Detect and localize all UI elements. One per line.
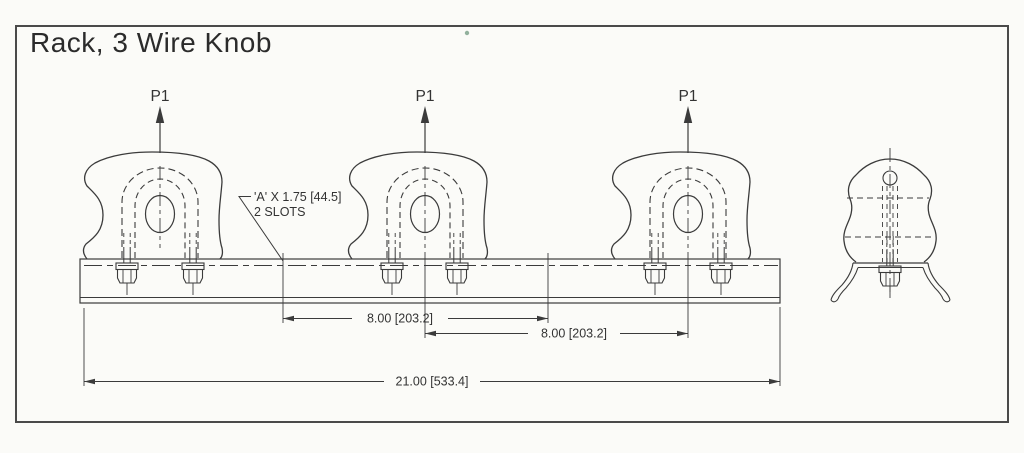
dim-text-knob-spacing: 8.00 [203.2] (541, 327, 607, 341)
wire-knob-2 (347, 151, 489, 260)
bolt-6 (709, 232, 733, 296)
dim-arrow-left (425, 330, 436, 337)
load-label-2: P1 (416, 88, 435, 105)
drawing-title: Rack, 3 Wire Knob (30, 27, 272, 58)
load-arrow-knob-3: P1 (679, 88, 698, 154)
dimension-overall-length: 21.00 [533.4] (84, 375, 780, 389)
up-arrow-icon (683, 105, 693, 154)
dim-arrow-right (677, 330, 688, 337)
scan-speck (464, 30, 470, 36)
wire-knob-3 (610, 151, 752, 260)
bolt-4 (445, 232, 469, 296)
dim-arrow-left (84, 378, 95, 385)
front-view: P1 P1 P1 'A' X 1.75 [44.5] 2 SLOTS (79, 88, 781, 389)
dimension-knob-spacing: 8.00 [203.2] (425, 327, 688, 341)
side-wire-hole (882, 170, 898, 186)
slot-note-line2: 2 SLOTS (254, 205, 305, 219)
dim-arrow-right (769, 378, 780, 385)
load-label-1: P1 (151, 88, 170, 105)
border-frame (15, 25, 1009, 423)
dim-arrow-left (283, 315, 294, 322)
bolt-2 (181, 232, 205, 296)
rail (79, 258, 781, 304)
slot-note-line1: 'A' X 1.75 [44.5] (254, 190, 341, 204)
dim-text-overall-length: 21.00 [533.4] (396, 375, 469, 389)
wire-knob-1 (82, 151, 224, 260)
dimension-slot-spacing: 8.00 [203.2] (283, 312, 548, 326)
side-rail-end (830, 262, 951, 303)
slot-note: 'A' X 1.75 [44.5] 2 SLOTS (238, 190, 341, 262)
side-view (830, 148, 951, 303)
up-arrow-icon (155, 105, 165, 154)
up-arrow-icon (420, 105, 430, 154)
side-knob-outline (843, 158, 937, 263)
load-label-3: P1 (679, 88, 698, 105)
load-arrow-knob-2: P1 (416, 88, 435, 154)
dim-text-slot-spacing: 8.00 [203.2] (367, 312, 433, 326)
leader-line (238, 196, 284, 262)
load-arrow-knob-1: P1 (151, 88, 170, 154)
dim-arrow-right (537, 315, 548, 322)
